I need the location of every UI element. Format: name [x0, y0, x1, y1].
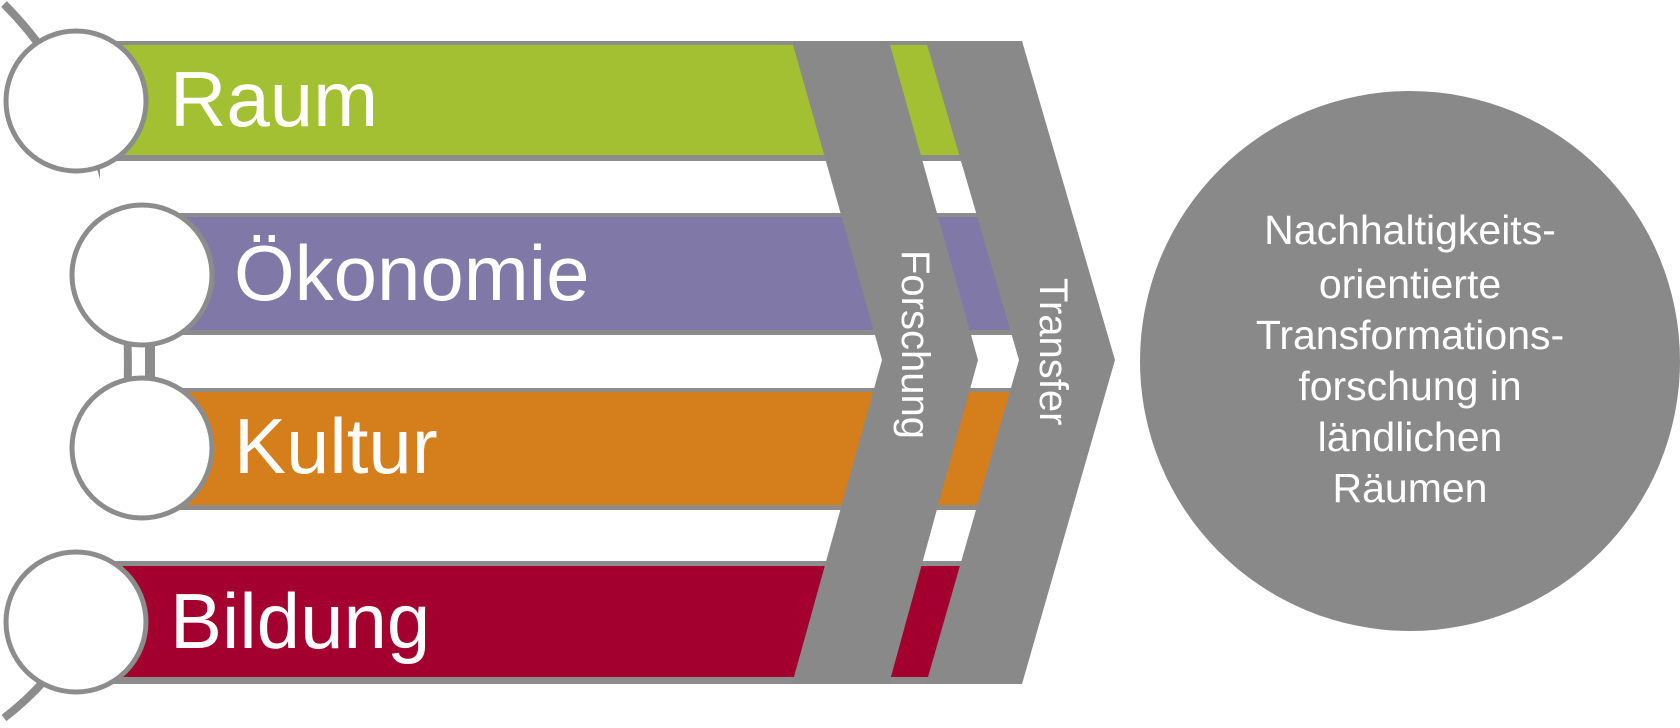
- result-line-2: orientierte: [1319, 261, 1501, 307]
- middle-connector: [145, 340, 155, 380]
- circle-bildung: [3, 549, 149, 695]
- result-circle: [1140, 91, 1680, 631]
- result-line-1: Nachhaltigkeits-: [1264, 207, 1556, 253]
- label-kultur: Kultur: [234, 402, 438, 490]
- result-line-5: ländlichen: [1318, 414, 1503, 460]
- result-line-4: forschung in: [1298, 363, 1521, 409]
- result-line-6: Räumen: [1333, 465, 1488, 511]
- label-bildung: Bildung: [170, 577, 430, 665]
- circle-kultur: [69, 375, 215, 521]
- chevron-transfer-label: Transfer: [1031, 278, 1075, 425]
- chevron-forschung-label: Forschung: [893, 250, 937, 439]
- result-line-3: Transformations-: [1256, 312, 1564, 358]
- label-raum: Raum: [170, 55, 378, 143]
- circle-raum: [3, 28, 149, 174]
- chevron-transfer: [926, 41, 1115, 684]
- circle-oekonomie: [69, 202, 215, 348]
- label-oekonomie: Ökonomie: [234, 229, 590, 317]
- chevron-forschung: [792, 41, 978, 684]
